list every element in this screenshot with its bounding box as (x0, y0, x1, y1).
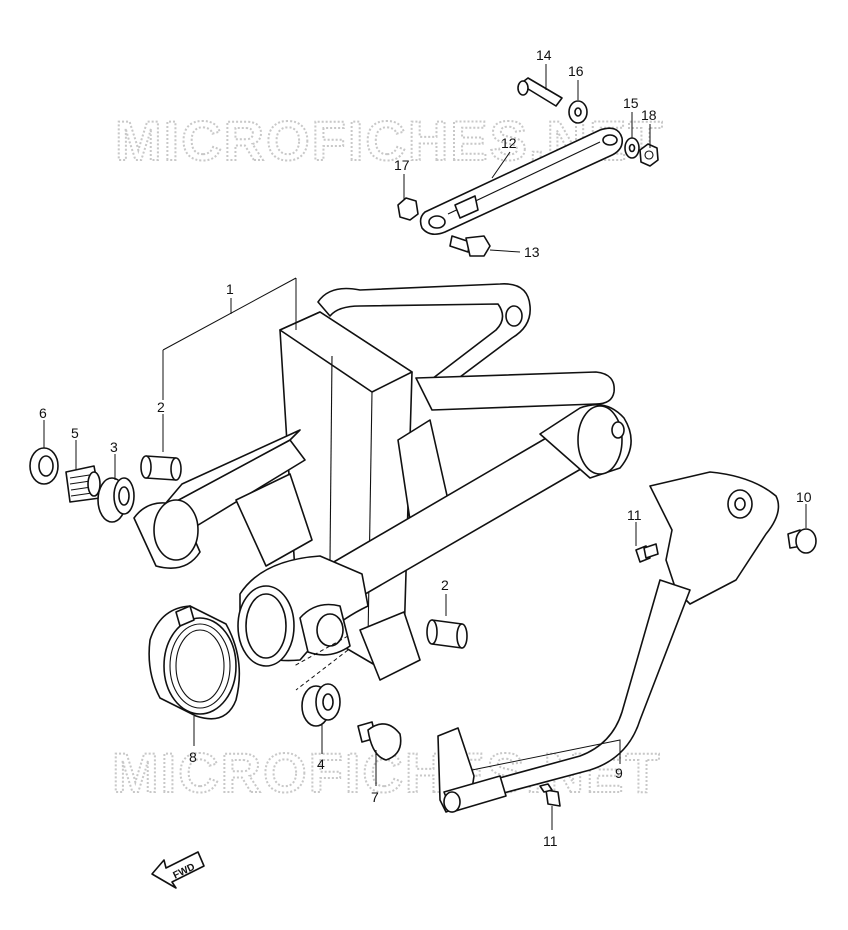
bearing-4[interactable] (301, 683, 341, 727)
bolt-13[interactable] (449, 235, 491, 257)
fwd-arrow-icon: FWD (151, 851, 205, 889)
bolt-11-upper[interactable] (635, 543, 659, 563)
leader-lines (43, 64, 807, 830)
callout-17: 17 (394, 157, 410, 173)
bearing-3[interactable] (97, 477, 135, 523)
callout-9: 9 (615, 765, 623, 781)
callout-15: 15 (623, 95, 639, 111)
pivot-shaft-5[interactable] (65, 465, 101, 503)
callout-8: 8 (189, 749, 197, 765)
callout-7: 7 (371, 789, 379, 805)
callout-13: 13 (524, 244, 540, 260)
bolt-14[interactable] (517, 77, 563, 107)
callout-5: 5 (71, 425, 79, 441)
callout-11-upper: 11 (627, 507, 642, 523)
callout-4: 4 (317, 756, 325, 772)
nut-18[interactable] (639, 143, 659, 167)
boot-8[interactable] (148, 605, 241, 720)
bolt-10[interactable] (787, 528, 817, 554)
bushing-2-upper[interactable] (140, 455, 182, 481)
callout-2-upper: 2 (157, 399, 165, 415)
callout-2-lower: 2 (441, 577, 449, 593)
callout-14: 14 (536, 47, 552, 63)
callout-18: 18 (641, 107, 657, 123)
drive-tube-end[interactable] (237, 555, 369, 667)
callout-10: 10 (796, 489, 812, 505)
callout-16: 16 (568, 63, 584, 79)
torque-link[interactable] (419, 127, 624, 236)
callout-6: 6 (39, 405, 47, 421)
callout-12: 12 (501, 135, 517, 151)
seal-6[interactable] (29, 447, 59, 485)
bushing-2-lower[interactable] (426, 619, 468, 649)
bolt-11-lower[interactable] (539, 783, 561, 807)
washer-16[interactable] (568, 100, 588, 124)
nut-17[interactable] (397, 197, 419, 221)
brake-pedal[interactable] (437, 471, 780, 813)
callout-1: 1 (226, 281, 234, 297)
washer-15[interactable] (624, 137, 640, 159)
callout-3: 3 (110, 439, 118, 455)
callout-11-lower: 11 (543, 833, 558, 849)
